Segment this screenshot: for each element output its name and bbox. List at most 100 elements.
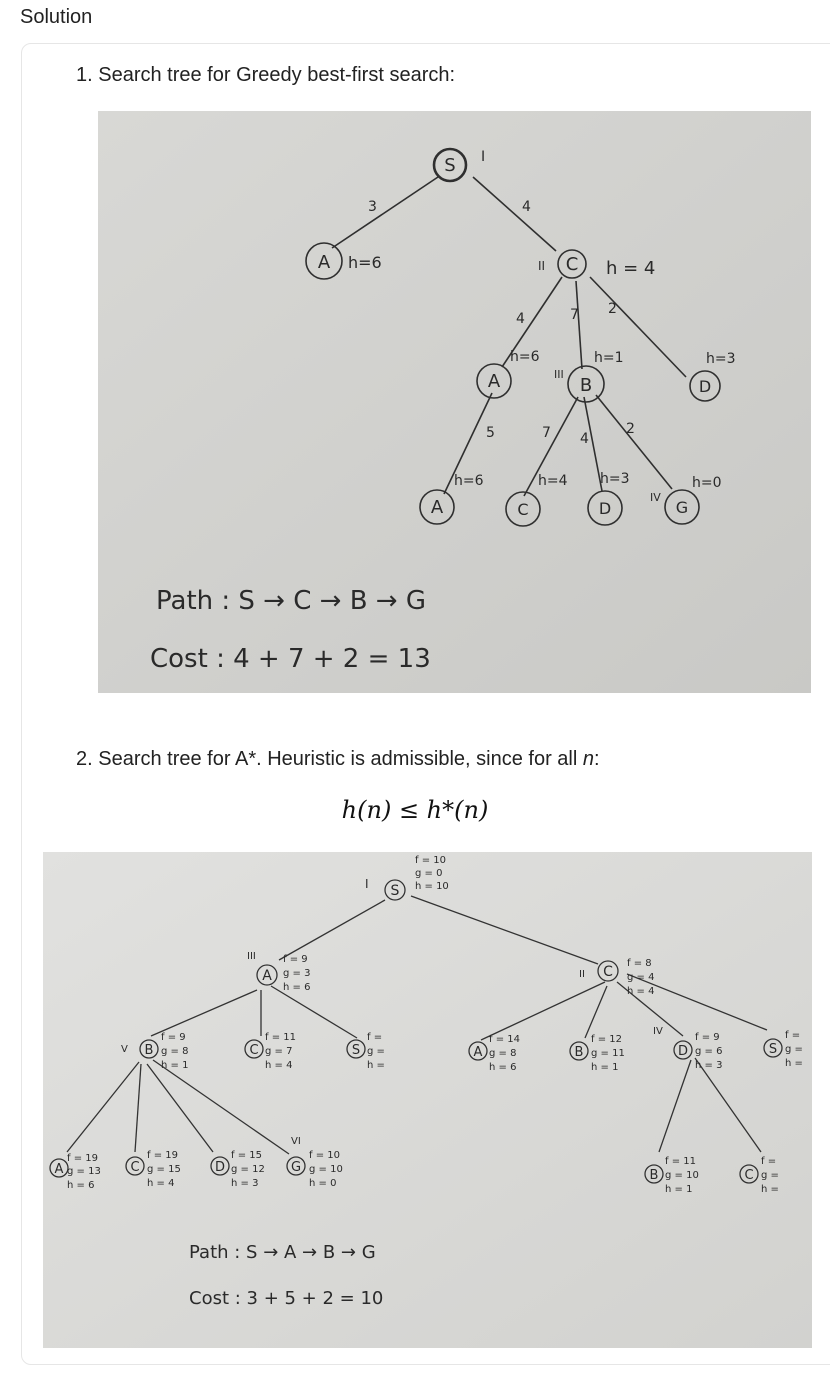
as-a-h: h = 6: [283, 982, 310, 993]
as-c1-f: f = 11: [265, 1032, 296, 1043]
as-d2-f: f = 15: [231, 1150, 262, 1161]
g-c2-label: C: [517, 500, 528, 519]
as-b1-label: B: [145, 1043, 154, 1058]
greedy-search-photo: S I A h=6 C II h = 4 A h=6 B h=1 III D h…: [98, 111, 811, 693]
g-b-label: B: [580, 375, 592, 396]
as-a-f: f = 9: [283, 954, 308, 965]
g-c2-h: h=4: [538, 473, 568, 489]
as-a2-g: g = 8: [489, 1048, 516, 1059]
astar-search-photo: S I f = 10 g = 0 h = 10 A III f = 9 g = …: [43, 852, 812, 1348]
g-b-h: h=1: [594, 350, 624, 366]
section-heading: Solution: [20, 6, 93, 28]
g-edge-aa: 5: [486, 425, 495, 441]
as-c-g: g = 4: [627, 972, 654, 983]
as-d1-h: h = 3: [695, 1060, 722, 1071]
g-edge-bc: 7: [542, 425, 551, 441]
as-a2-h: h = 6: [489, 1062, 516, 1073]
as-b3-label: B: [650, 1168, 659, 1183]
g-a1-label: A: [318, 252, 331, 273]
step-2-title-suffix: :: [594, 748, 600, 770]
as-s-h: h = 10: [415, 881, 449, 892]
as-b1-order: V: [121, 1044, 128, 1055]
as-d1-g: g = 6: [695, 1046, 722, 1057]
as-c4-h: h =: [761, 1184, 779, 1195]
as-b1-f: f = 9: [161, 1032, 186, 1043]
g-c-h: h = 4: [606, 258, 655, 279]
g-a1-h: h=6: [348, 253, 382, 272]
as-cost-text: Cost : 3 + 5 + 2 = 10: [189, 1288, 383, 1309]
as-g1-order: VI: [291, 1136, 301, 1147]
as-s1-label: S: [352, 1043, 360, 1058]
step-2-title-prefix: 2. Search tree for A*. Heuristic is admi…: [76, 748, 583, 770]
as-c4-label: C: [744, 1168, 753, 1183]
g-a2-label: A: [488, 371, 501, 392]
g-a3-label: A: [431, 497, 444, 518]
as-b2-f: f = 12: [591, 1034, 622, 1045]
admissibility-formula: h(n) ≤ h*(n): [341, 796, 489, 824]
g-g-label: G: [676, 498, 688, 517]
as-b2-h: h = 1: [591, 1062, 618, 1073]
g-edge-sc: 4: [522, 199, 531, 215]
as-d1-f: f = 9: [695, 1032, 720, 1043]
g-cost-text: Cost : 4 + 7 + 2 = 13: [150, 644, 431, 674]
as-g1-g: g = 10: [309, 1164, 343, 1175]
g-g-order: IV: [650, 491, 661, 504]
as-a-g: g = 3: [283, 968, 310, 979]
as-b3-g: g = 10: [665, 1170, 699, 1181]
g-g-h: h=0: [692, 475, 722, 491]
as-a3-g: g = 13: [67, 1166, 101, 1177]
as-c-label: C: [603, 964, 613, 980]
as-a3-f: f = 19: [67, 1153, 98, 1164]
as-b1-g: g = 8: [161, 1046, 188, 1057]
as-s-order: I: [365, 877, 369, 891]
as-b3-f: f = 11: [665, 1156, 696, 1167]
as-s1-f: f =: [367, 1032, 382, 1043]
g-edge-bg: 2: [626, 421, 635, 437]
step-2-title-var: n: [582, 748, 594, 770]
as-c3-f: f = 19: [147, 1150, 178, 1161]
g-edge-sa: 3: [368, 199, 377, 215]
g-d2-label: D: [599, 499, 611, 518]
as-b3-h: h = 1: [665, 1184, 692, 1195]
as-s2-f: f =: [785, 1030, 800, 1041]
as-path-text: Path : S → A → B → G: [189, 1242, 376, 1263]
as-c4-f: f =: [761, 1156, 776, 1167]
as-s1-h: h =: [367, 1060, 385, 1071]
as-s-f: f = 10: [415, 855, 446, 866]
as-c-order: II: [579, 969, 585, 980]
as-c1-label: C: [249, 1043, 258, 1058]
as-a3-label: A: [55, 1162, 64, 1177]
as-a-order: III: [247, 951, 256, 962]
as-d2-label: D: [215, 1160, 225, 1175]
g-d1-h: h=3: [706, 351, 736, 367]
as-g1-label: G: [291, 1160, 301, 1175]
as-b2-g: g = 11: [591, 1048, 625, 1059]
g-b-order: III: [554, 368, 564, 381]
as-a-label: A: [262, 968, 272, 984]
as-c4-g: g =: [761, 1170, 779, 1181]
step-1-title: 1. Search tree for Greedy best-first sea…: [76, 64, 456, 86]
as-c1-g: g = 7: [265, 1046, 292, 1057]
g-edge-bd: 4: [580, 431, 589, 447]
as-d2-h: h = 3: [231, 1178, 258, 1189]
as-c1-h: h = 4: [265, 1060, 292, 1071]
g-path-text: Path : S → C → B → G: [156, 586, 426, 616]
step-2-title: 2. Search tree for A*. Heuristic is admi…: [76, 748, 600, 771]
as-a2-label: A: [474, 1045, 483, 1060]
as-g1-h: h = 0: [309, 1178, 336, 1189]
g-edge-cb: 7: [570, 307, 579, 323]
g-a3-h: h=6: [454, 473, 484, 489]
as-s1-g: g =: [367, 1046, 385, 1057]
as-c3-label: C: [130, 1160, 139, 1175]
as-d1-label: D: [678, 1044, 688, 1059]
g-edge-cd: 2: [608, 301, 617, 317]
as-d1-order: IV: [653, 1026, 663, 1037]
as-c-h: h = 4: [627, 986, 654, 997]
g-a2-h: h=6: [510, 349, 540, 365]
as-c3-g: g = 15: [147, 1164, 181, 1175]
g-edge-ca: 4: [516, 311, 525, 327]
g-c-label: C: [566, 254, 579, 275]
g-c-order: II: [538, 259, 545, 273]
g-d2-h: h=3: [600, 471, 630, 487]
g-root-order: I: [481, 149, 485, 165]
